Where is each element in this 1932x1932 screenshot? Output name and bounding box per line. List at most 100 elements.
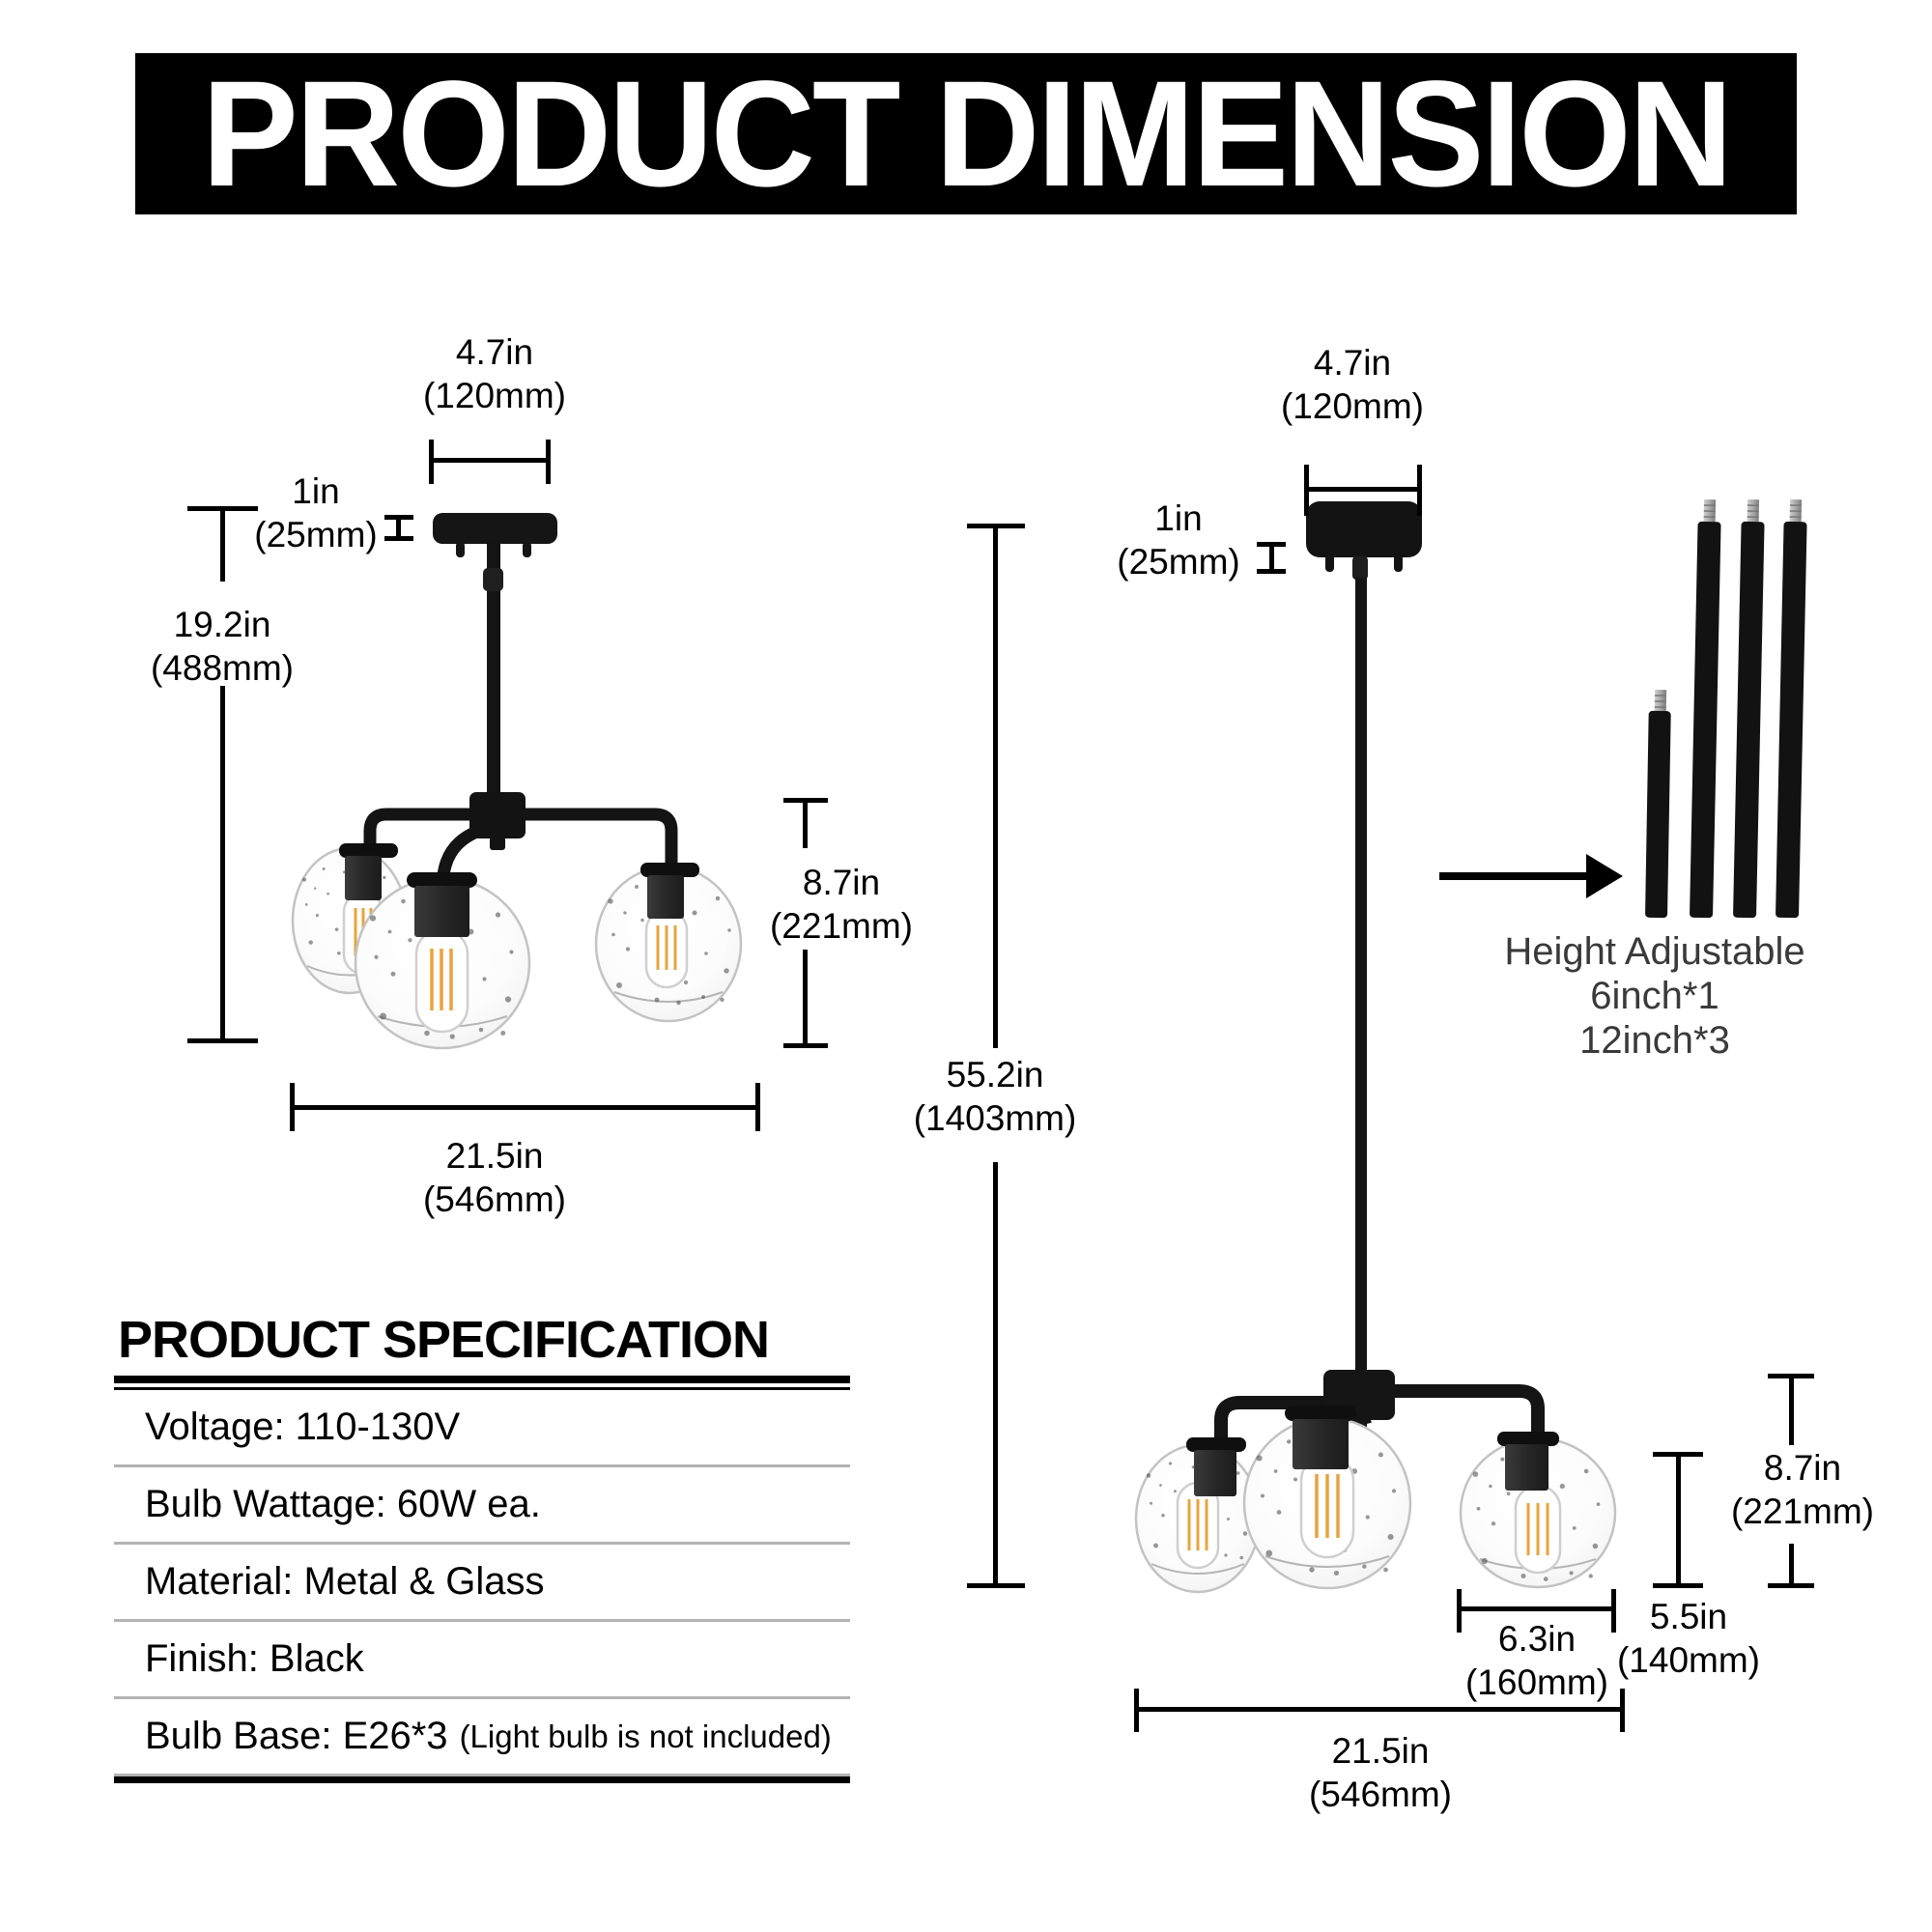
fixture-height-line <box>220 686 225 1041</box>
rod-12inch <box>1733 498 1765 919</box>
tick <box>1620 1689 1625 1732</box>
overall-height-line <box>993 1162 998 1587</box>
spec-row-bulb-base: Bulb Base: E26*3 (Light bulb is not incl… <box>114 1699 850 1776</box>
fixture-width-line <box>1136 1707 1625 1712</box>
shade-height-line <box>803 950 808 1046</box>
table-bottom-rule <box>114 1776 850 1783</box>
tick <box>546 440 551 484</box>
downrod <box>487 542 500 794</box>
shade-gap-line <box>1676 1454 1681 1585</box>
fixture-width-label: 21.5in (546mm) <box>422 1136 567 1219</box>
spec-row-material: Material: Metal & Glass <box>114 1545 850 1622</box>
downrod-long <box>1355 578 1367 1372</box>
socket-cup <box>414 886 469 937</box>
rod-6inch <box>1645 689 1671 919</box>
fixture-width-line <box>292 1105 760 1110</box>
bulb-filament <box>1187 1499 1208 1550</box>
title-underline-thin <box>114 1387 850 1390</box>
pendant-fixture <box>1134 501 1617 1594</box>
socket-cup <box>1505 1444 1548 1491</box>
canopy-width-label: 4.7in (120mm) <box>1280 343 1425 426</box>
canopy-bolt <box>523 542 531 557</box>
overall-height-line <box>993 526 998 1048</box>
swivel-joint <box>1352 556 1368 580</box>
header-banner: PRODUCT DIMENSION <box>135 49 1797 217</box>
tick <box>1417 465 1422 516</box>
center-hub <box>469 792 526 838</box>
socket-collar <box>1285 1406 1356 1421</box>
fixture-height-line <box>220 508 225 582</box>
socket-collar <box>407 872 477 888</box>
shade-height-line <box>1789 1376 1794 1445</box>
socket-collar <box>1186 1437 1246 1452</box>
canopy-bolt <box>456 542 465 557</box>
socket-cup <box>1293 1419 1349 1469</box>
tick <box>1653 1583 1703 1588</box>
canopy-height-label: 1in (25mm) <box>1117 498 1240 582</box>
bulb-filament <box>1526 1503 1549 1555</box>
globe-rim <box>1264 1555 1390 1568</box>
canopy-width-line <box>431 458 550 463</box>
tick <box>783 1043 828 1048</box>
canopy-height-label: 1in (25mm) <box>254 471 378 554</box>
arm-right <box>497 808 678 866</box>
canopy <box>1306 501 1422 557</box>
arm-right <box>1391 1384 1545 1435</box>
shade-height-label: 8.7in (221mm) <box>1730 1448 1875 1531</box>
fixture-width-label: 21.5in (546mm) <box>1308 1731 1453 1814</box>
spec-row-bulb-wattage: Bulb Wattage: 60W ea. <box>114 1467 850 1545</box>
spec-title: PRODUCT SPECIFICATION <box>118 1311 770 1369</box>
rod-12inch <box>1690 498 1721 919</box>
spec-row-voltage: Voltage: 110-130V <box>114 1390 850 1467</box>
bulb-filament <box>1315 1474 1340 1538</box>
arrow-head-icon <box>1586 854 1623 898</box>
tick <box>187 1038 258 1043</box>
fixture-height-label: 19.2in (488mm) <box>150 605 295 688</box>
shade-height-line <box>1789 1544 1794 1587</box>
shade-height-label: 8.7in (221mm) <box>769 863 914 946</box>
height-adjustable-note: Height Adjustable 6inch*1 12inch*3 <box>1504 930 1805 1062</box>
page-title: PRODUCT DIMENSION <box>201 48 1733 218</box>
overall-height-label: 55.2in (1403mm) <box>913 1055 1077 1138</box>
tick <box>1768 1583 1814 1588</box>
shade-gap-label: 5.5in (140mm) <box>1616 1597 1761 1680</box>
arm-left <box>363 808 497 848</box>
tick <box>429 440 434 484</box>
extension-rods <box>1439 498 1807 919</box>
arrow-shaft <box>1439 872 1586 880</box>
shade-width-label: 6.3in (160mm) <box>1464 1619 1609 1702</box>
globe-rim <box>1151 1563 1245 1575</box>
tick <box>1611 1589 1616 1633</box>
tick <box>967 1583 1025 1588</box>
socket-collar <box>1497 1432 1559 1446</box>
bulb-filament <box>656 925 677 970</box>
product-specification-table: PRODUCT SPECIFICATION Voltage: 110-130V … <box>114 1310 850 1783</box>
bulb-filament <box>430 949 453 1010</box>
canopy-height-symbol <box>1269 542 1274 574</box>
globe-rim <box>613 991 724 1003</box>
canopy-height-symbol <box>1257 569 1286 574</box>
canopy-bolt <box>1394 554 1403 572</box>
shade-height-line <box>803 800 808 848</box>
canopy-height-symbol <box>384 536 413 541</box>
tick <box>755 1083 760 1131</box>
canopy <box>433 513 557 544</box>
canopy-width-label: 4.7in (120mm) <box>422 332 567 415</box>
shade-width-line <box>1459 1606 1616 1611</box>
socket-cup <box>647 875 684 919</box>
socket-collar <box>339 843 398 858</box>
swivel-joint <box>483 568 503 591</box>
title-underline-thick <box>114 1376 850 1383</box>
socket-cup <box>1194 1450 1236 1496</box>
socket-cup <box>345 856 382 900</box>
tick <box>1304 465 1309 516</box>
canopy-bolt <box>1325 554 1334 572</box>
arm-left <box>1214 1396 1391 1441</box>
spec-row-finish: Finish: Black <box>114 1622 850 1699</box>
hub-finial <box>490 837 505 850</box>
bulb-note: (Light bulb is not included) <box>459 1718 832 1754</box>
rod-12inch <box>1776 498 1807 919</box>
canopy-height-symbol <box>396 515 401 541</box>
